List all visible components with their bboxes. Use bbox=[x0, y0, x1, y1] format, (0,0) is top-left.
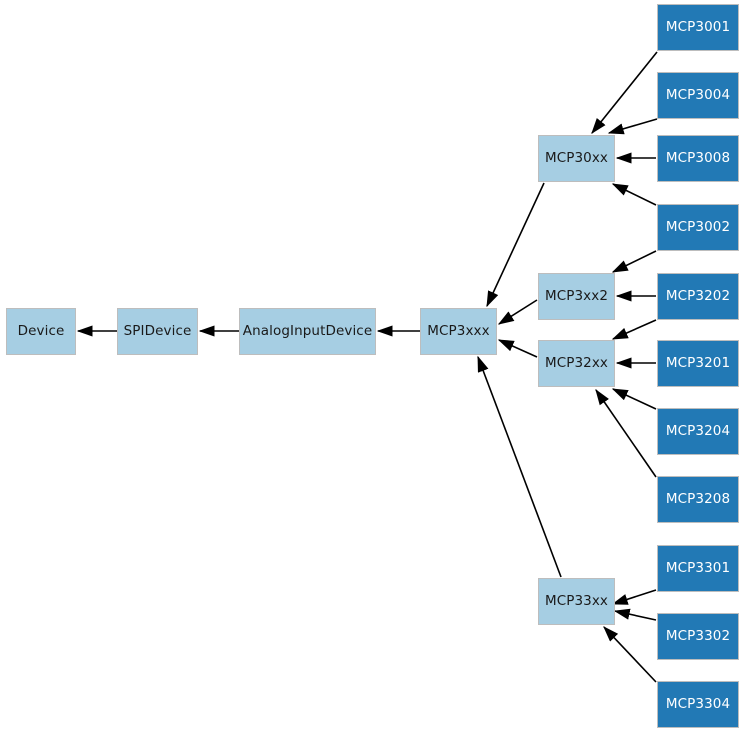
node-label-mcp3204: MCP3204 bbox=[665, 422, 731, 439]
node-label-mcp3304: MCP3304 bbox=[665, 695, 731, 712]
node-mcp3202[interactable]: MCP3202 bbox=[657, 273, 739, 320]
edge-mcp3208-to-mcp32xx bbox=[595, 388, 657, 478]
node-label-mcp33xx: MCP33xx bbox=[544, 592, 609, 609]
node-mcp32xx[interactable]: MCP32xx bbox=[538, 340, 615, 387]
edge-mcp3204-to-mcp32xx bbox=[611, 388, 657, 410]
node-label-mcp30xx: MCP30xx bbox=[544, 149, 609, 166]
node-label-mcp3xxx: MCP3xxx bbox=[427, 322, 490, 339]
edge-mcp30xx-to-mcp3xxx bbox=[486, 182, 545, 308]
edge-mcp3304-to-mcp33xx bbox=[603, 626, 657, 683]
node-label-mcp3302: MCP3302 bbox=[665, 627, 731, 644]
node-label-device: Device bbox=[17, 322, 65, 339]
node-mcp3004[interactable]: MCP3004 bbox=[657, 72, 739, 119]
node-mcp3008[interactable]: MCP3008 bbox=[657, 135, 739, 182]
edge-mcp3302-to-mcp33xx bbox=[613, 608, 657, 621]
node-mcp3xxx[interactable]: MCP3xxx bbox=[420, 308, 497, 355]
node-label-mcp3202: MCP3202 bbox=[665, 287, 731, 304]
node-label-mcp32xx: MCP32xx bbox=[544, 354, 609, 371]
edge-mcp3001-to-mcp30xx bbox=[591, 51, 658, 134]
edge-mcp3002-to-mcp3xx2 bbox=[611, 250, 657, 273]
node-mcp3302[interactable]: MCP3302 bbox=[657, 613, 739, 660]
node-mcp3208[interactable]: MCP3208 bbox=[657, 476, 739, 523]
node-label-mcp3xx2: MCP3xx2 bbox=[544, 287, 609, 304]
node-mcp30xx[interactable]: MCP30xx bbox=[538, 135, 615, 182]
node-label-analoginput: AnalogInputDevice bbox=[242, 322, 373, 339]
edge-mcp3301-to-mcp33xx bbox=[611, 589, 657, 605]
node-label-mcp3004: MCP3004 bbox=[665, 86, 731, 103]
node-mcp3002[interactable]: MCP3002 bbox=[657, 204, 739, 251]
edge-mcp3xx2-to-mcp3xxx bbox=[497, 299, 538, 325]
edge-mcp32xx-to-mcp3xxx bbox=[497, 339, 538, 358]
node-label-mcp3301: MCP3301 bbox=[665, 559, 731, 576]
node-label-mcp3201: MCP3201 bbox=[665, 354, 731, 371]
edge-mcp33xx-to-mcp3xxx bbox=[477, 355, 562, 578]
node-label-spidevice: SPIDevice bbox=[123, 322, 192, 339]
edge-mcp3202-to-mcp32xx bbox=[611, 319, 657, 340]
node-mcp3301[interactable]: MCP3301 bbox=[657, 545, 739, 592]
node-label-mcp3208: MCP3208 bbox=[665, 490, 731, 507]
node-mcp33xx[interactable]: MCP33xx bbox=[538, 578, 615, 625]
edge-mcp3002-to-mcp30xx bbox=[611, 183, 657, 206]
node-mcp3001[interactable]: MCP3001 bbox=[657, 4, 739, 51]
node-mcp3xx2[interactable]: MCP3xx2 bbox=[538, 273, 615, 320]
node-analoginput[interactable]: AnalogInputDevice bbox=[239, 308, 376, 355]
node-device[interactable]: Device bbox=[6, 308, 76, 355]
node-mcp3304[interactable]: MCP3304 bbox=[657, 681, 739, 728]
node-label-mcp3002: MCP3002 bbox=[665, 218, 731, 235]
node-spidevice[interactable]: SPIDevice bbox=[117, 308, 198, 355]
node-mcp3201[interactable]: MCP3201 bbox=[657, 340, 739, 387]
node-mcp3204[interactable]: MCP3204 bbox=[657, 408, 739, 455]
edge-mcp3004-to-mcp30xx bbox=[607, 118, 658, 135]
node-label-mcp3001: MCP3001 bbox=[665, 18, 731, 35]
node-label-mcp3008: MCP3008 bbox=[665, 149, 731, 166]
